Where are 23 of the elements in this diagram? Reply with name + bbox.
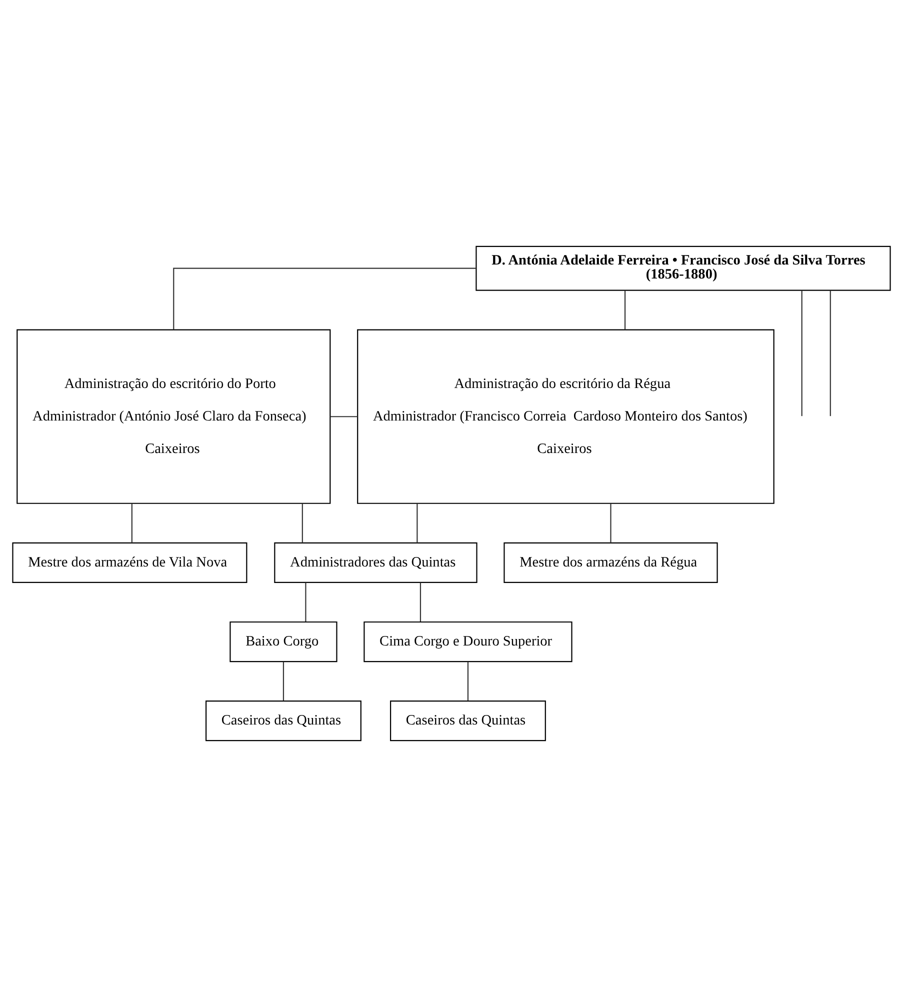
node-box: Caseiros das Quintas [390,700,546,741]
node-box: Baixo Corgo [230,620,338,662]
node-box: Administração do escritório da Régua Administrador (Francisco Correia Cardoso Monteiro dos Santos) Caixeiros [357,328,774,504]
connector [624,290,626,330]
node-box: Cima Corgo e Douro Superior [364,620,572,662]
connector [173,267,476,330]
node-box: Mestre dos armazéns de Vila Nova [12,542,248,582]
node-box: Administração do escritório do Porto Administrador (António José Claro da Fonseca) Caixeiros [16,328,331,504]
connector [420,582,422,622]
connector [330,416,358,417]
node-box: Caseiros das Quintas [205,700,362,741]
connector [801,290,802,416]
node-box: D. Antónia Adelaide Ferreira • Francisco José da Silva Torres (1856-1880) [476,245,891,290]
connector [302,503,303,542]
connector [416,503,418,542]
connector [467,661,469,700]
node-box: Mestre dos armazéns da Régua [504,542,718,582]
node-box: Administradores das Quintas [274,542,478,582]
connector [131,503,132,542]
connector [282,661,284,700]
connector [610,503,612,542]
connector [305,582,306,622]
connector [830,290,831,416]
